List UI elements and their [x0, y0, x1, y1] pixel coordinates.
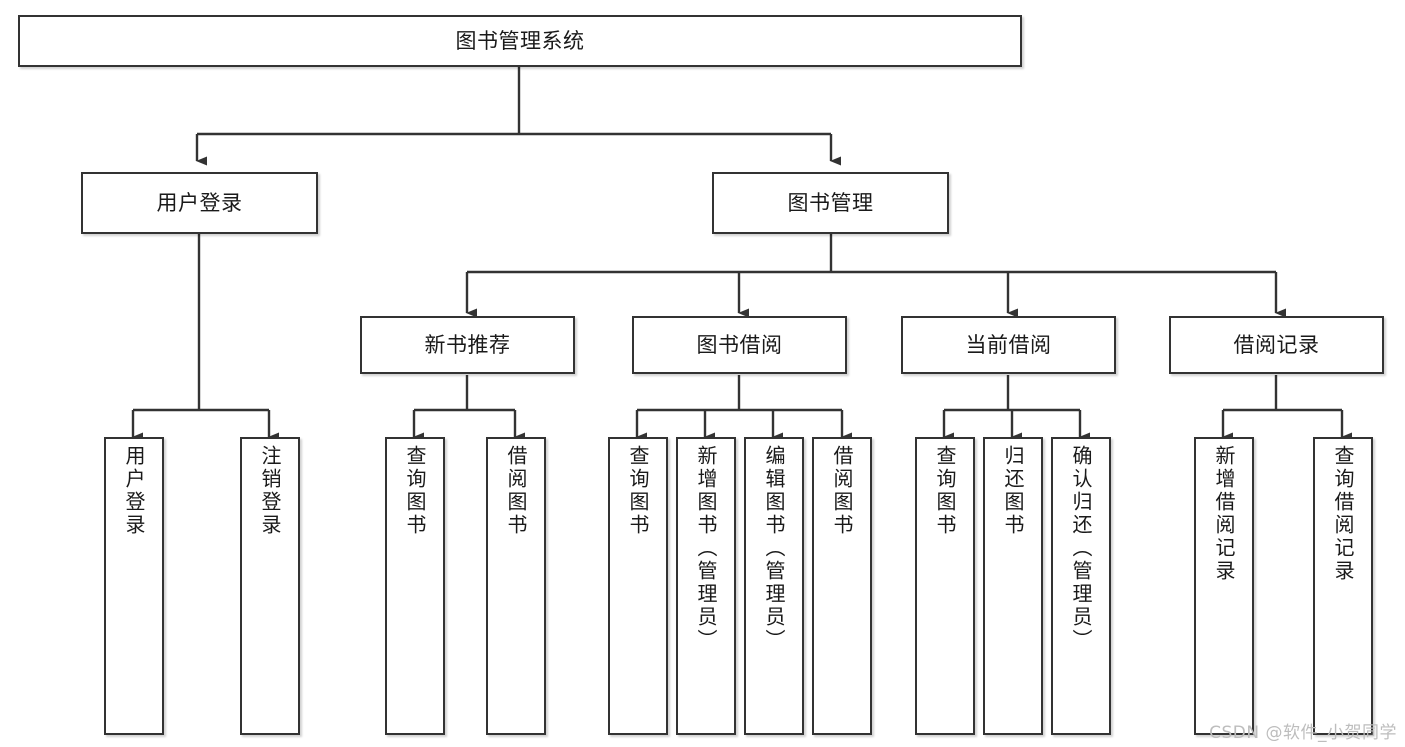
node-borrow-record-label: 借阅记录 [1233, 332, 1320, 357]
node-leaf-label: 编辑图书（管理员） [762, 445, 786, 652]
node-leaf-current-borrow-query-book[interactable]: 查询图书 [915, 437, 975, 735]
node-root-book-management-system[interactable]: 图书管理系统 [18, 15, 1022, 67]
node-book-management[interactable]: 图书管理 [712, 172, 949, 234]
node-leaf-label: 查询图书 [626, 445, 650, 537]
node-user-login-label: 用户登录 [156, 190, 243, 215]
node-current-borrow[interactable]: 当前借阅 [901, 316, 1116, 374]
node-book-borrow[interactable]: 图书借阅 [632, 316, 847, 374]
node-leaf-user-login-logout[interactable]: 注销登录 [240, 437, 300, 735]
csdn-watermark: CSDN @软件_小贺同学 [1209, 723, 1397, 743]
node-leaf-label: 查询图书 [403, 445, 427, 537]
node-leaf-book-borrow-query-book[interactable]: 查询图书 [608, 437, 668, 735]
node-leaf-book-borrow-edit-book-admin[interactable]: 编辑图书（管理员） [744, 437, 804, 735]
node-leaf-label: 用户登录 [122, 445, 146, 537]
node-leaf-borrow-record-query-record[interactable]: 查询借阅记录 [1313, 437, 1373, 735]
node-leaf-book-borrow-add-book-admin[interactable]: 新增图书（管理员） [676, 437, 736, 735]
node-leaf-label: 新增图书（管理员） [694, 445, 718, 652]
node-leaf-new-book-query-book[interactable]: 查询图书 [385, 437, 445, 735]
node-current-borrow-label: 当前借阅 [965, 332, 1052, 357]
node-leaf-label: 确认归还（管理员） [1069, 445, 1093, 652]
node-new-book-recommend-label: 新书推荐 [424, 332, 511, 357]
node-leaf-current-borrow-return-book[interactable]: 归还图书 [983, 437, 1043, 735]
node-leaf-label: 借阅图书 [830, 445, 854, 537]
node-borrow-record[interactable]: 借阅记录 [1169, 316, 1384, 374]
node-leaf-label: 查询图书 [933, 445, 957, 537]
node-leaf-book-borrow-borrow-book[interactable]: 借阅图书 [812, 437, 872, 735]
node-root-label: 图书管理系统 [455, 28, 585, 53]
node-book-borrow-label: 图书借阅 [696, 332, 783, 357]
node-leaf-user-login-login[interactable]: 用户登录 [104, 437, 164, 735]
node-leaf-new-book-borrow-book[interactable]: 借阅图书 [486, 437, 546, 735]
node-leaf-borrow-record-add-record[interactable]: 新增借阅记录 [1194, 437, 1254, 735]
node-leaf-label: 注销登录 [258, 445, 282, 537]
node-new-book-recommend[interactable]: 新书推荐 [360, 316, 575, 374]
node-leaf-label: 归还图书 [1001, 445, 1025, 537]
node-user-login[interactable]: 用户登录 [81, 172, 318, 234]
node-leaf-label: 查询借阅记录 [1331, 445, 1355, 583]
node-leaf-label: 新增借阅记录 [1212, 445, 1236, 583]
node-leaf-current-borrow-confirm-return-admin[interactable]: 确认归还（管理员） [1051, 437, 1111, 735]
node-leaf-label: 借阅图书 [504, 445, 528, 537]
node-book-management-label: 图书管理 [787, 190, 874, 215]
